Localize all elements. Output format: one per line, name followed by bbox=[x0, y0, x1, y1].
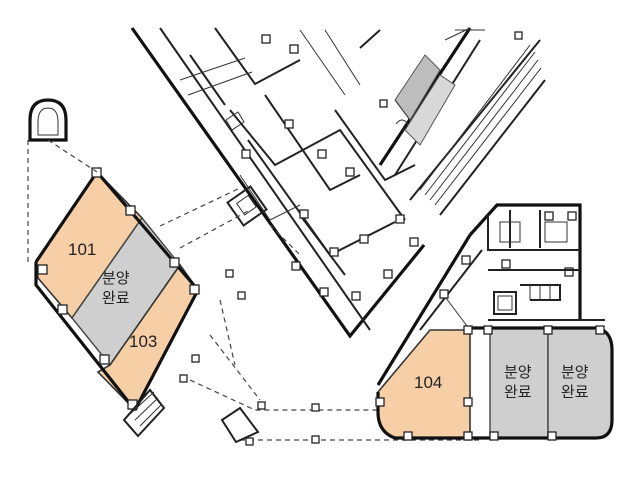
unit-104-area[interactable] bbox=[377, 329, 471, 439]
sold-unit-2-area[interactable] bbox=[489, 327, 549, 439]
right-block bbox=[375, 203, 614, 441]
parking-area bbox=[378, 27, 546, 216]
walkways bbox=[27, 139, 480, 446]
left-block bbox=[28, 98, 200, 438]
central-building bbox=[130, 27, 426, 339]
sold-unit-3-area[interactable] bbox=[547, 327, 613, 439]
